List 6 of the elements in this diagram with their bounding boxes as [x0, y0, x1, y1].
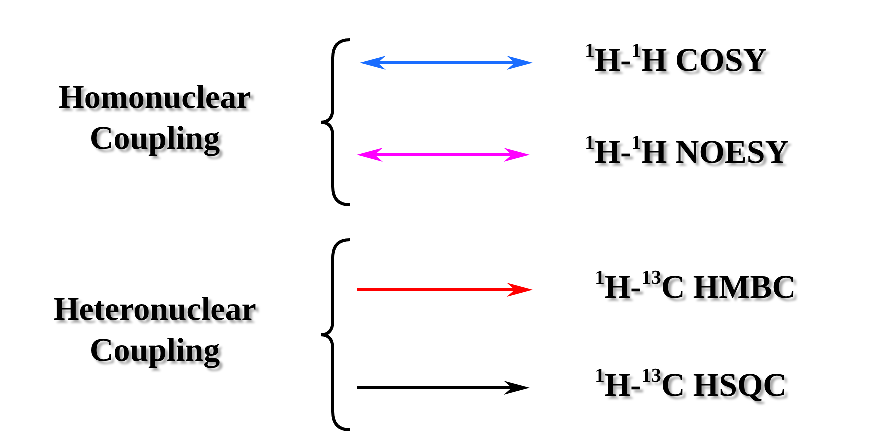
group-label: Homonuclear Coupling — [58, 79, 252, 160]
legend-text: $^{1}$H-$^{1}$H COSY — [585, 41, 768, 81]
legend-text: $^{1}$H-$^{13}$C HSQC — [595, 366, 787, 406]
legend-text: $^{1}$H-$^{1}$H NOESY — [585, 133, 790, 173]
legend-text: $^{1}$H-$^{13}$C HMBC — [595, 268, 796, 308]
group-label: Heteronuclear Coupling — [52, 291, 258, 372]
